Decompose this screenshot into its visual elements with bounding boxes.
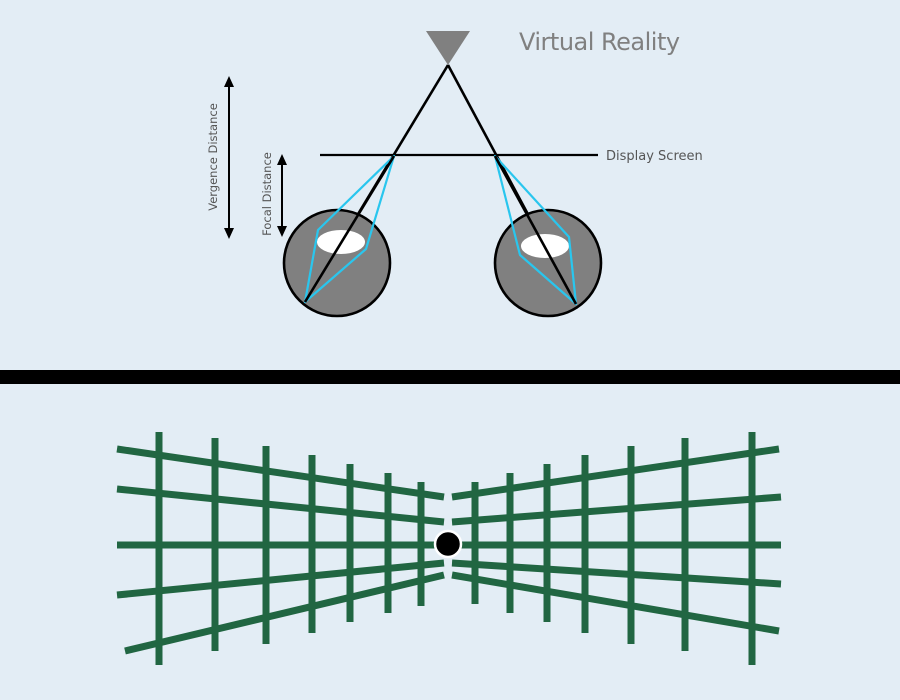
display-screen-label: Display Screen (606, 149, 703, 164)
left-eye-icon (282, 154, 396, 318)
focal-distance-arrow (277, 154, 287, 237)
distortion-grid (116, 432, 782, 665)
top-panel: Virtual Reality Display Screen Vergence … (206, 28, 703, 318)
diagram-title: Virtual Reality (519, 28, 680, 56)
fixation-point-icon (433, 529, 463, 559)
right-eye-icon (493, 154, 603, 318)
vergence-distance-arrow (224, 76, 234, 239)
focal-distance-label: Focal Distance (260, 152, 274, 236)
section-divider (0, 370, 900, 384)
vergence-distance-label: Vergence Distance (206, 103, 220, 211)
target-triangle-icon (426, 31, 470, 65)
